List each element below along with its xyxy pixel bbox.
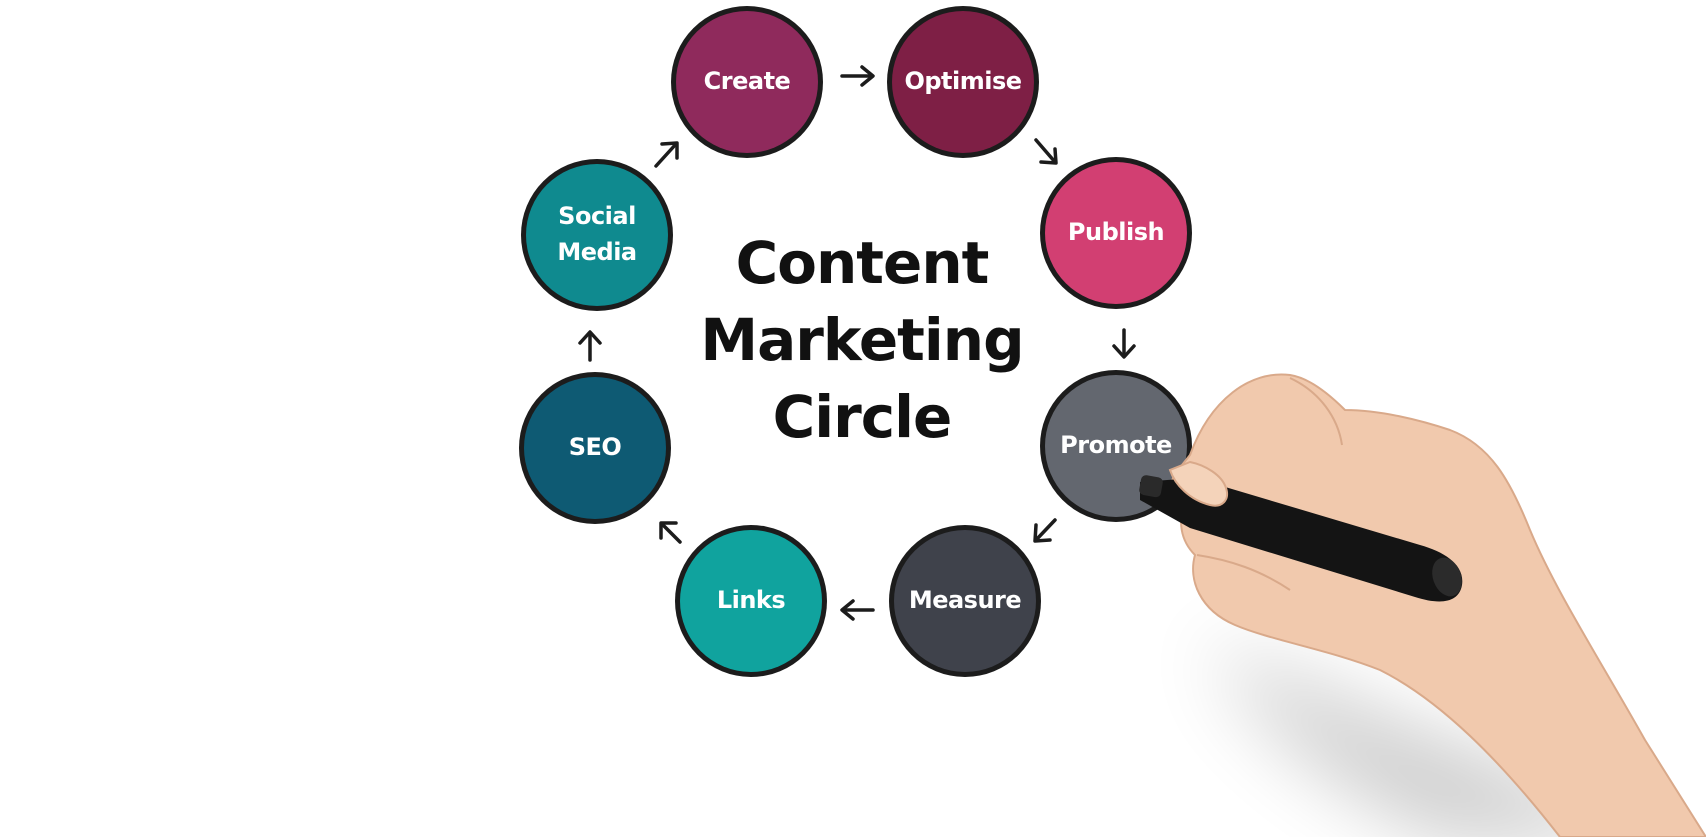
arrow-measure-to-links (840, 599, 875, 621)
node-label: SEO (569, 433, 622, 461)
node-label: Social (558, 202, 636, 230)
title-line-2: Marketing (700, 306, 1023, 374)
node-fill (676, 11, 818, 153)
arrow-publish-to-promote (1112, 328, 1136, 359)
node-fill (526, 164, 668, 306)
node-measure: Measure (889, 525, 1041, 677)
node-fill (524, 377, 666, 519)
node-fill (1045, 162, 1187, 304)
arrow-seo-to-social (578, 330, 602, 362)
title-line-3: Circle (773, 383, 952, 451)
node-label: Promote (1060, 431, 1172, 459)
node-optimise: Optimise (887, 6, 1039, 158)
node-label: Optimise (904, 67, 1021, 95)
node-create: Create (671, 6, 823, 158)
node-label: Links (717, 586, 786, 614)
node-label: Create (704, 67, 791, 95)
node-publish: Publish (1040, 157, 1192, 309)
node-label: Publish (1068, 218, 1164, 246)
marker-pen (1140, 478, 1463, 602)
arrow-create-to-optimise (840, 65, 875, 87)
node-fill (892, 11, 1034, 153)
arrow-links-to-seo (659, 521, 682, 544)
node-label: Measure (909, 586, 1022, 614)
arrow-optimise-to-publish (1034, 138, 1058, 165)
node-seo: SEO (519, 372, 671, 524)
node-fill (894, 530, 1036, 672)
node-links: Links (675, 525, 827, 677)
node-fill (680, 530, 822, 672)
diagram-title: Content Marketing Circle (700, 229, 1024, 451)
thumb (1168, 460, 1228, 507)
title-line-1: Content (736, 229, 989, 297)
arrow-social-to-create (654, 141, 679, 168)
node-label: Media (557, 238, 636, 266)
arrow-promote-to-measure (1033, 518, 1057, 543)
